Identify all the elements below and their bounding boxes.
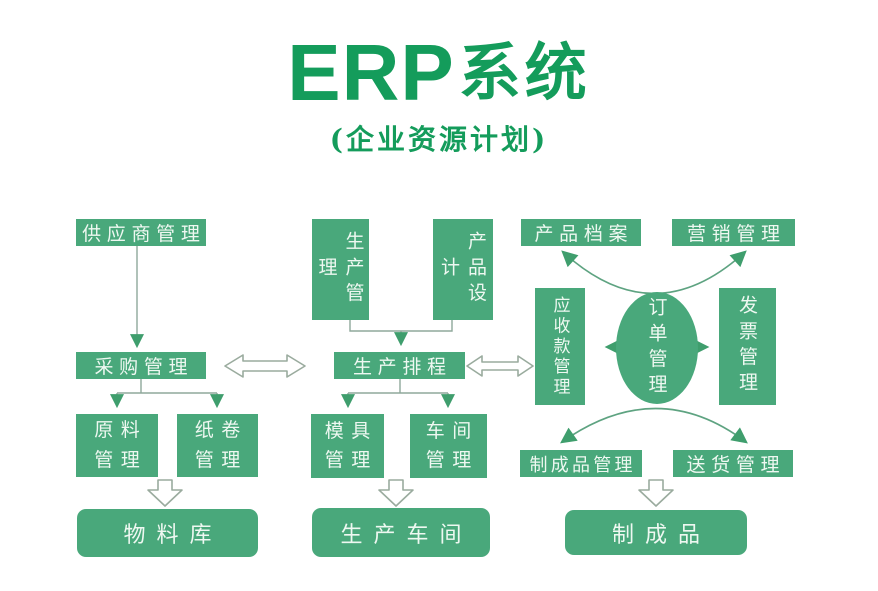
node-receivables-management: 应收款管理 [535, 288, 585, 405]
node-production-management: 生产管理 [312, 219, 369, 320]
node-purchasing-management: 采购管理 [76, 352, 206, 379]
node-label: 送货管理 [686, 454, 786, 476]
double-arrow-scheduling-receivables [466, 355, 534, 377]
node-label-line1: 原料 [94, 419, 148, 442]
node-label: 生产管理 [315, 231, 365, 308]
connector-design-merge [349, 320, 453, 332]
node-marketing-management: 营销管理 [672, 219, 795, 246]
node-workshop-management: 车间管理 [410, 414, 487, 478]
node-label: 发票管理 [736, 295, 758, 398]
page-title: ERP系统 [0, 22, 878, 119]
node-label-line2: 管理 [94, 448, 148, 471]
node-product-archive: 产品档案 [521, 219, 641, 246]
node-delivery-management: 送货管理 [673, 450, 793, 477]
connector-scheduling-split [348, 379, 448, 394]
node-label: 生产排程 [352, 356, 452, 378]
page-subtitle: (企业资源计划) [329, 123, 549, 156]
title-cn-text: 系统 [458, 36, 591, 109]
node-label: 供应商管理 [82, 223, 206, 245]
node-finished-goods-management: 制成品管理 [520, 450, 642, 477]
block-arrow-to-material-store [147, 479, 183, 507]
block-arrow-to-finished-goods [638, 479, 674, 507]
curve-order-to-finished-delivery [560, 407, 748, 444]
node-product-design: 产品设计 [433, 219, 493, 320]
node-label: 生产车间 [340, 522, 473, 548]
node-label: 产品设计 [438, 231, 487, 308]
node-label-line2: 管理 [425, 449, 479, 471]
node-label: 营销管理 [686, 223, 786, 245]
node-production-floor: 生产车间 [312, 508, 490, 557]
node-paper-roll-management: 纸卷管理 [177, 414, 258, 477]
node-order-management: 订单管理 [616, 292, 698, 404]
node-label: 采购管理 [94, 356, 194, 378]
node-label-line1: 车间 [425, 419, 479, 442]
block-arrow-to-production-floor [378, 479, 414, 507]
node-supplier-management: 供应商管理 [76, 219, 206, 246]
connector-purchasing-split [117, 379, 217, 394]
double-arrow-purchasing-scheduling [224, 354, 306, 378]
node-raw-material-management: 原料管理 [76, 414, 158, 477]
node-label: 制成品管理 [529, 454, 636, 476]
node-label: 应收款管理 [549, 295, 570, 398]
node-label-line1: 纸卷 [194, 419, 248, 442]
node-label: 制成品 [611, 522, 711, 548]
node-label: 物料库 [123, 523, 223, 548]
node-material-store: 物料库 [77, 509, 258, 557]
curve-order-to-archive-marketing [561, 250, 747, 295]
node-label: 订单管理 [645, 296, 668, 400]
node-label: 产品档案 [534, 223, 634, 245]
title-erp-text: ERP [287, 28, 455, 117]
node-mold-management: 模具管理 [311, 414, 384, 478]
node-production-scheduling: 生产排程 [334, 352, 465, 379]
node-invoice-management: 发票管理 [719, 288, 776, 405]
node-finished-goods: 制成品 [565, 510, 747, 555]
node-label-line2: 管理 [194, 448, 248, 471]
node-label-line1: 模具 [324, 419, 378, 442]
node-label-line2: 管理 [324, 449, 378, 471]
